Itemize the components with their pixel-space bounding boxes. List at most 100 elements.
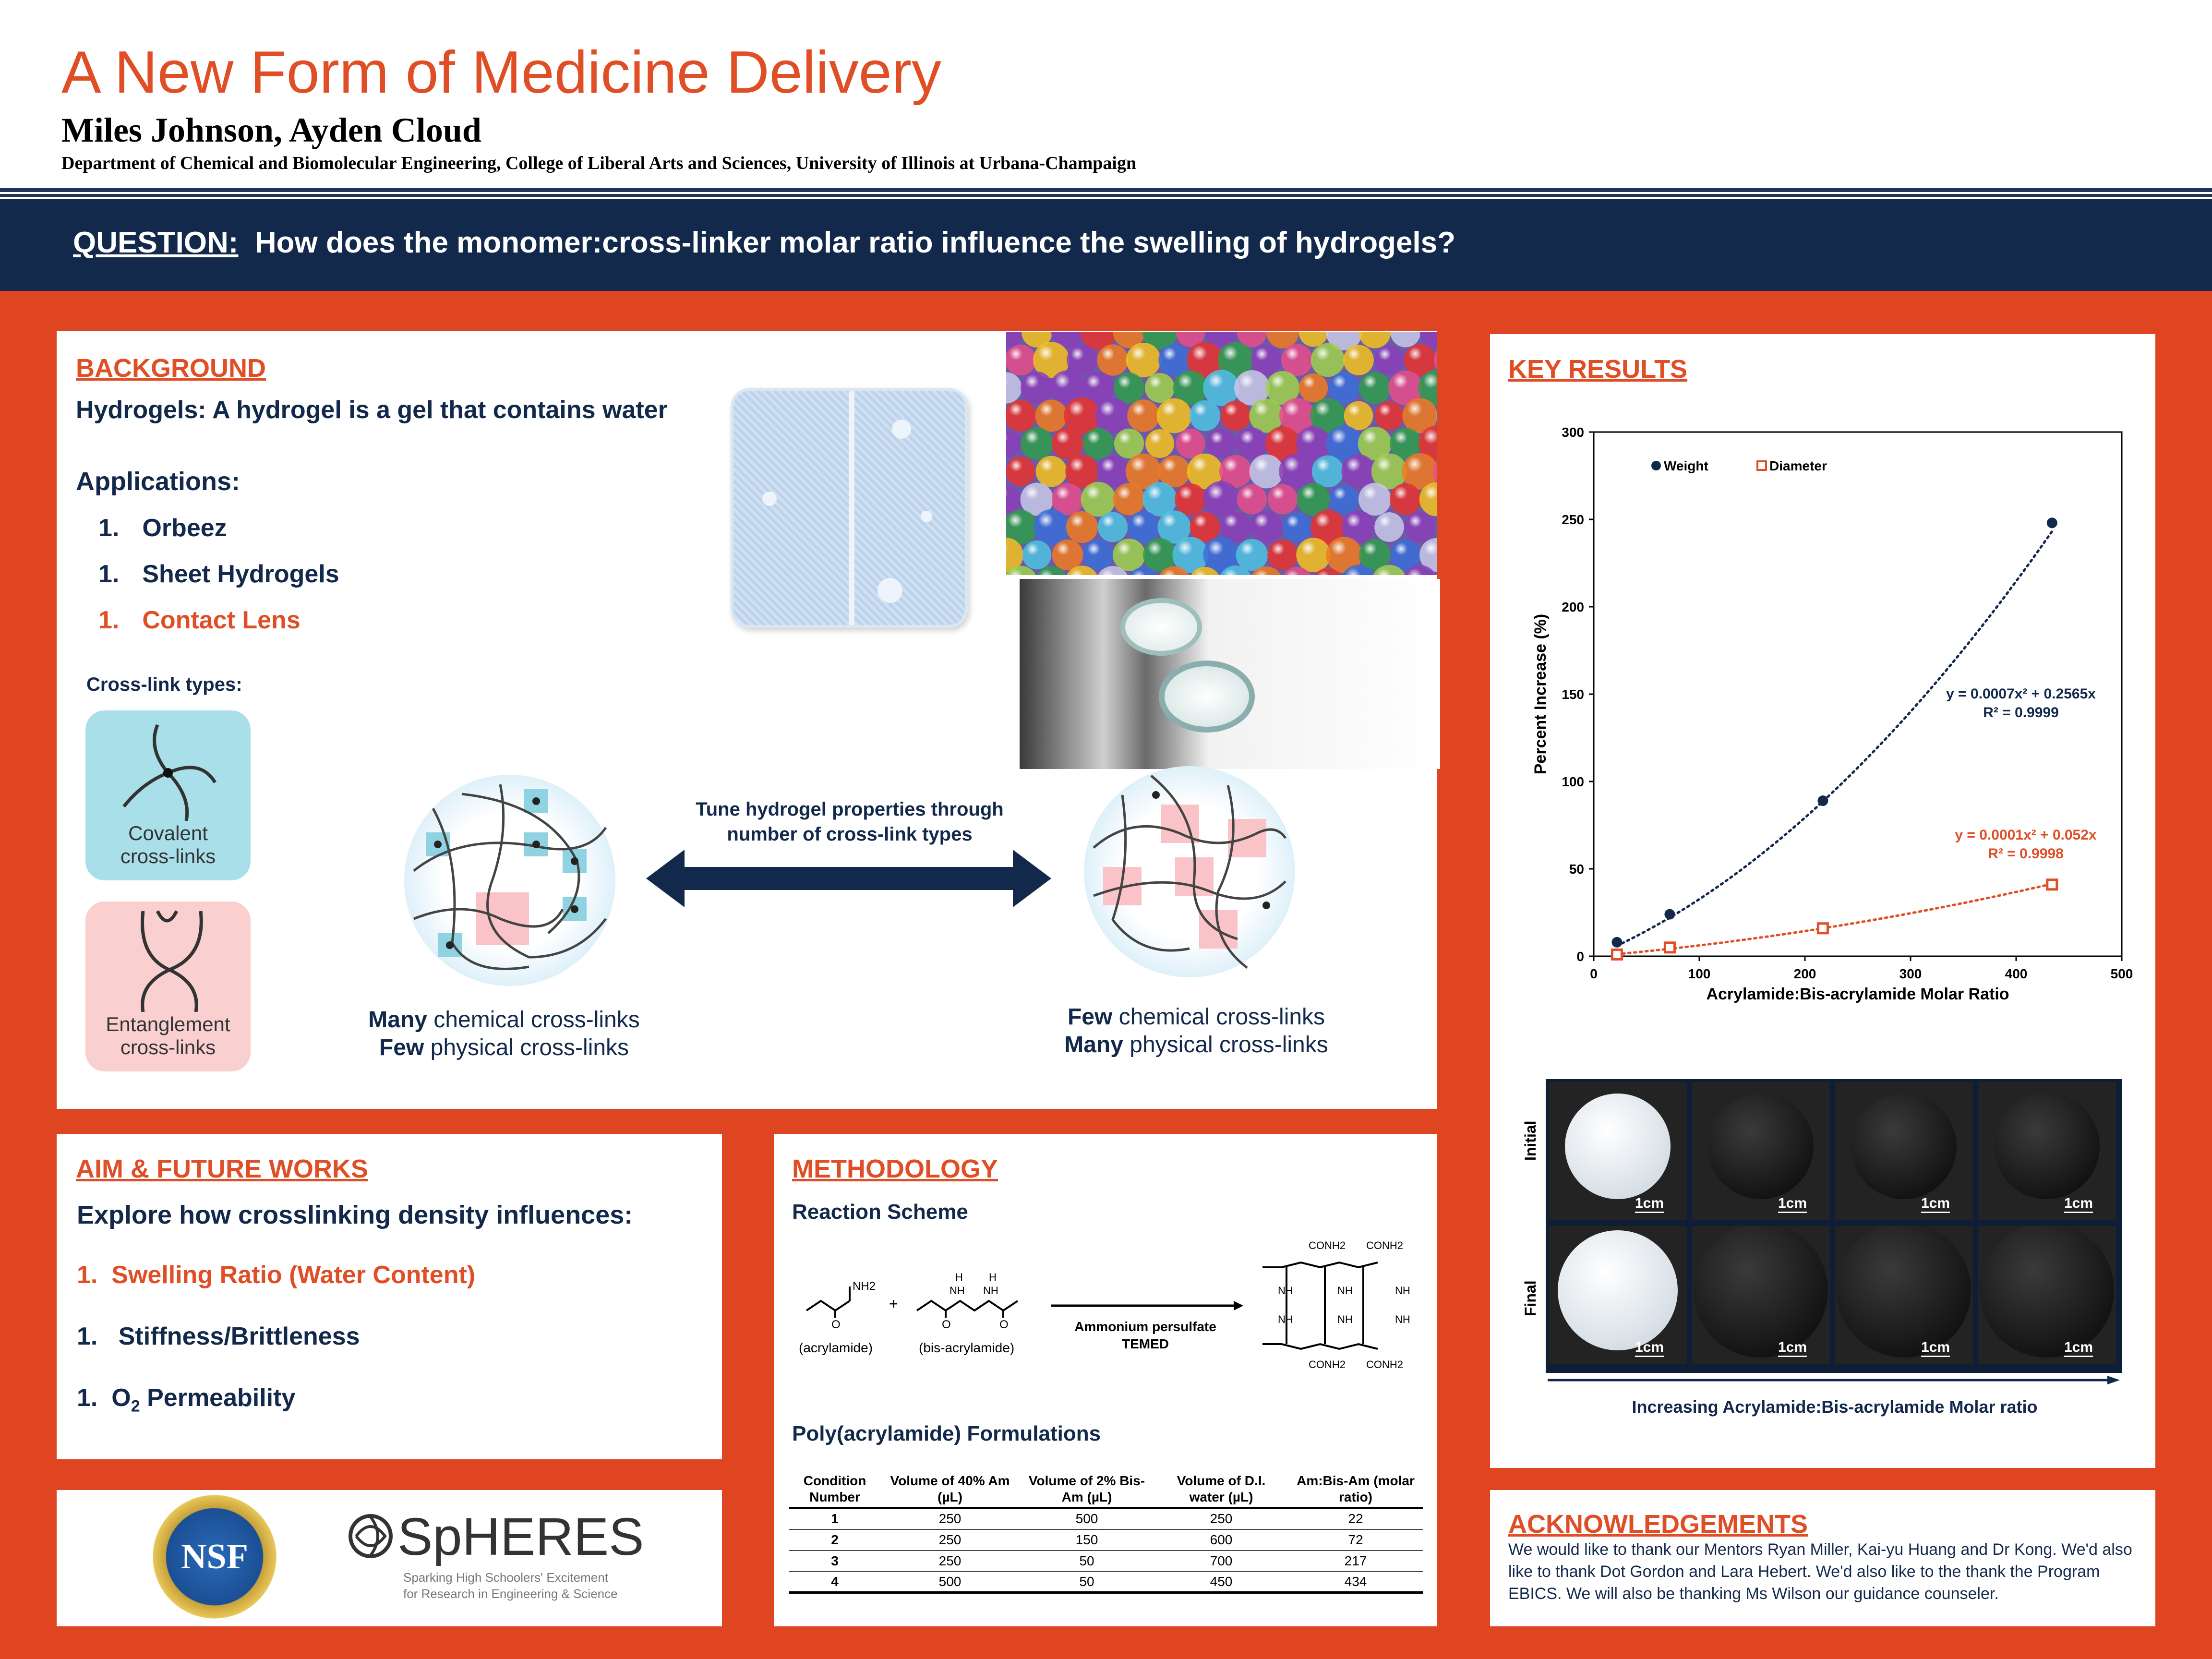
bead-highlight	[1388, 371, 1423, 405]
caption-text: chemical cross-links	[427, 1007, 640, 1033]
bead-highlight	[1006, 332, 1023, 349]
bead-highlight	[1176, 429, 1205, 458]
chemical-network-diagram	[404, 775, 615, 986]
trendline-weight	[1615, 530, 2054, 947]
bead-highlight	[1158, 344, 1190, 376]
aim-item: 1. Stiffness/Brittleness	[77, 1322, 360, 1351]
scale-bar-label: 1cm	[2064, 1195, 2093, 1213]
bead-highlight	[1236, 539, 1268, 571]
bead-highlight	[1220, 565, 1251, 575]
bead-highlight	[1267, 540, 1298, 570]
nh-label: NH	[1278, 1285, 1293, 1297]
bead-highlight	[1282, 512, 1312, 542]
equation-text: y = 0.0001x² + 0.052x	[1955, 827, 2097, 843]
reagent-1: Ammonium persulfate	[1074, 1319, 1216, 1334]
bead-highlight	[1342, 565, 1375, 575]
bead-highlight	[1067, 345, 1097, 375]
sheet-hydrogel-image	[731, 388, 968, 628]
spheres-logo-icon	[349, 1514, 393, 1558]
poster-department: Department of Chemical and Biomolecular …	[61, 153, 1137, 173]
equation-text: y = 0.0007x² + 0.2565x	[1946, 686, 2096, 702]
bead-highlight	[1326, 425, 1362, 462]
bead-highlight	[1130, 567, 1157, 575]
bead-highlight	[1126, 342, 1161, 378]
bead-highlight	[1220, 400, 1251, 431]
table-header-row: Condition Number Volume of 40% Am (µL) V…	[789, 1471, 1423, 1510]
r2-text: R² = 0.9998	[1988, 846, 2064, 862]
caption-text: chemical cross-links	[1112, 1004, 1325, 1030]
acknowledgements-title: ACKNOWLEDGEMENTS	[1508, 1510, 1808, 1539]
bead-highlight	[1402, 398, 1437, 433]
bead-highlight	[1096, 455, 1129, 488]
bead-highlight	[1190, 512, 1220, 542]
hydrogel-photo: 1cm	[1978, 1226, 2116, 1364]
scale-bar-label: 1cm	[1635, 1339, 1664, 1357]
scale-bar-label: 1cm	[1921, 1339, 1950, 1357]
bead-highlight	[1266, 332, 1299, 349]
nh-label: NH	[950, 1285, 965, 1297]
bead-highlight	[1156, 398, 1192, 433]
bead-highlight	[1419, 538, 1437, 572]
bead-highlight	[1310, 398, 1346, 433]
hydrogel-photo: 1cm	[1835, 1226, 1973, 1364]
bead-highlight	[1298, 373, 1328, 403]
bead-highlight	[1006, 429, 1021, 458]
right-network-caption: Few chemical cross-links Many physical c…	[1047, 1003, 1345, 1058]
y-tick-label: 0	[1576, 949, 1584, 964]
bead-highlight	[1358, 482, 1392, 516]
bead-highlight	[1251, 566, 1281, 575]
bead-highlight	[1006, 565, 1036, 575]
bead-highlight	[1083, 540, 1114, 570]
y-tick-label: 150	[1562, 687, 1584, 702]
y-tick-label: 200	[1562, 600, 1584, 614]
bead-highlight	[1036, 566, 1066, 575]
o-label: O	[942, 1318, 951, 1331]
hydrogel-disc	[1565, 1094, 1671, 1199]
bead-highlight	[1065, 455, 1099, 488]
entanglement-label: Entanglement cross-links	[106, 1013, 230, 1058]
aim-item: 1. Swelling Ratio (Water Content)	[77, 1261, 475, 1289]
bead-highlight	[1097, 512, 1128, 542]
bead-highlight	[1433, 349, 1437, 371]
research-question: QUESTION: How does the monomer:cross-lin…	[73, 226, 1455, 260]
bead-highlight	[1435, 409, 1437, 422]
background-title: BACKGROUND	[76, 354, 266, 383]
bead-highlight	[1404, 344, 1436, 376]
scale-bar-label: 1cm	[2064, 1339, 2093, 1357]
application-label: Sheet Hydrogels	[142, 560, 339, 588]
nh-label: NH	[983, 1285, 998, 1297]
bead-highlight	[1237, 332, 1267, 348]
bead-highlight	[1142, 482, 1177, 517]
legend-marker	[1756, 460, 1767, 471]
table-cell: 250	[880, 1529, 1020, 1551]
bead-highlight	[1404, 565, 1436, 575]
bead-highlight	[1114, 373, 1144, 403]
bubble	[762, 492, 777, 506]
question-bar	[0, 199, 2212, 291]
table-cell: 250	[880, 1508, 1020, 1530]
hydrogel-photo: 1cm	[1692, 1226, 1830, 1364]
list-number: 1.	[98, 514, 120, 542]
r2-text: R² = 0.9999	[1983, 705, 2059, 721]
bead-highlight	[1265, 426, 1300, 461]
left-network-caption: Many chemical cross-links Few physical c…	[355, 1006, 653, 1061]
bead-highlight	[1191, 566, 1219, 575]
bead-highlight	[1341, 454, 1376, 489]
bead-highlight	[1374, 401, 1404, 431]
table-header: Volume of 40% Am (µL)	[880, 1471, 1020, 1510]
lens	[1120, 598, 1202, 656]
bead-highlight	[1176, 332, 1205, 347]
bead-highlight	[1236, 427, 1268, 460]
bead-highlight	[1021, 427, 1053, 460]
reaction-scheme-title: Reaction Scheme	[792, 1200, 968, 1224]
table-cell: 50	[1020, 1571, 1154, 1594]
legend-label: Diameter	[1769, 458, 1827, 473]
applications-title: Applications:	[76, 467, 240, 496]
table-cell: 700	[1154, 1550, 1288, 1572]
bead-highlight	[1359, 539, 1391, 571]
aim-item: 1. O2 Permeability	[77, 1383, 295, 1416]
hydrogel-photo: 1cm	[1692, 1082, 1830, 1220]
reaction-scheme	[805, 1261, 1378, 1350]
conh2-label: CONH2	[1366, 1358, 1404, 1370]
covalent-crosslink-icon	[122, 724, 217, 821]
